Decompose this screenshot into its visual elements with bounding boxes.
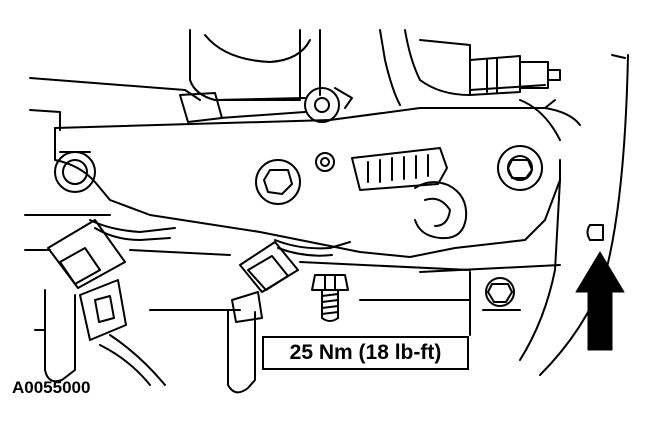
right-bracket: [469, 55, 561, 96]
torque-spec-callout: 25 Nm (18 lb-ft): [262, 336, 469, 370]
cross-member: [54, 99, 581, 258]
up-arrow-icon: [575, 251, 625, 351]
wiring-harness: [44, 219, 351, 394]
figure-id-label: A0055000: [12, 378, 91, 397]
lower-frame: [24, 214, 561, 336]
mounting-stud: [311, 274, 521, 322]
upper-link-arm: [179, 87, 353, 123]
chassis-structure: [29, 29, 561, 141]
